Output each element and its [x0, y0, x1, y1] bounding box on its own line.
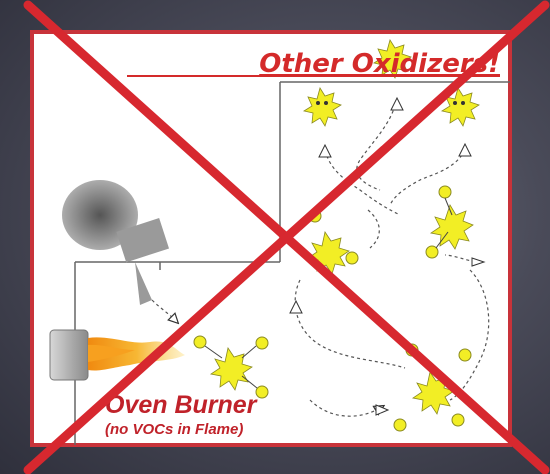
burner-subtitle: (no VOCs in Flame)	[105, 421, 243, 438]
burner-title: Oven Burner	[105, 391, 258, 419]
